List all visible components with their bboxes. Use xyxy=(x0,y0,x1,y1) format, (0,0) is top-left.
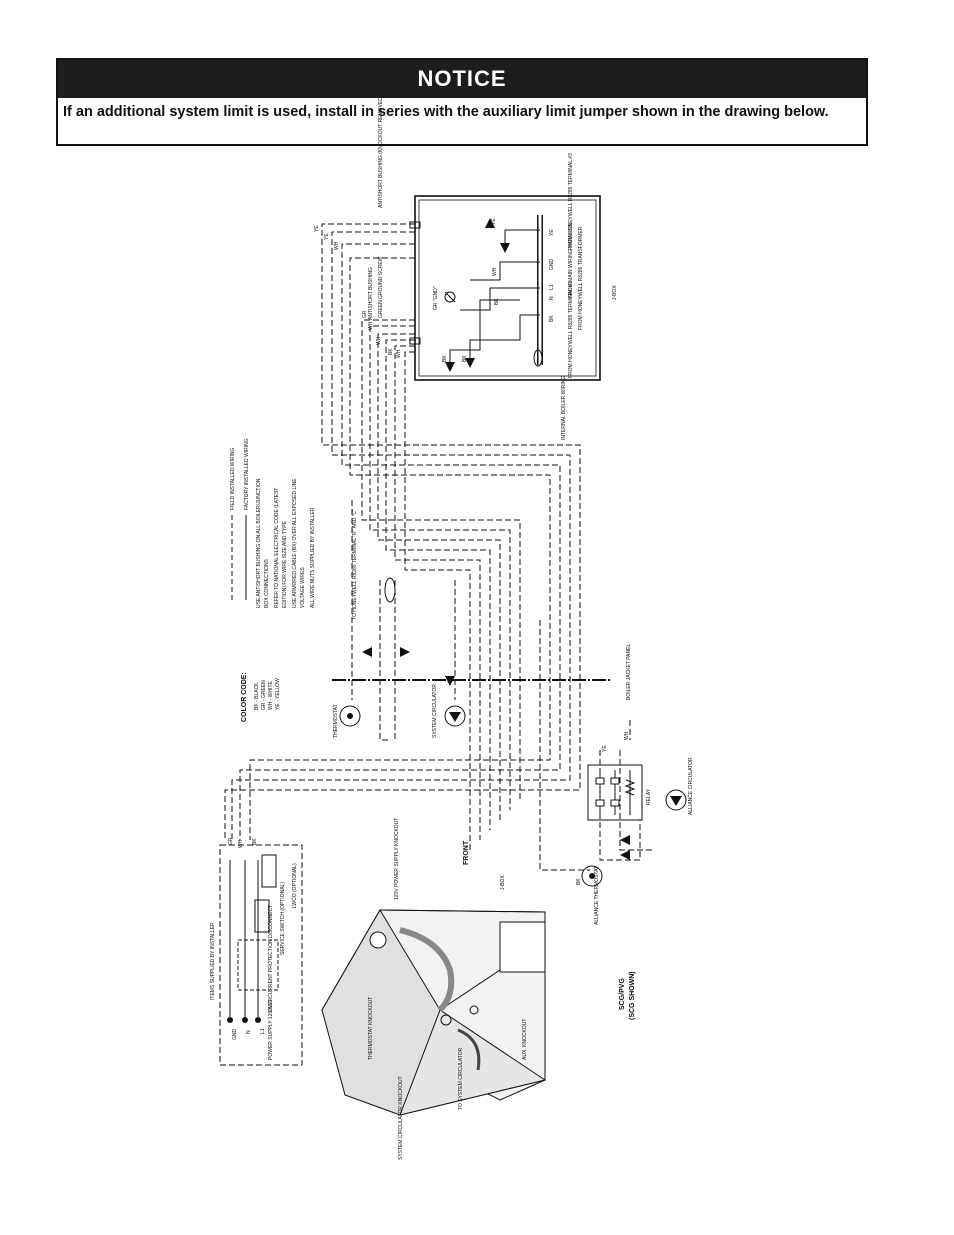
legend-field: FIELD INSTALLED WIRING xyxy=(230,447,236,510)
wire-tag: YE xyxy=(324,233,330,240)
jbox-tag-2: GND xyxy=(549,259,555,271)
jbox-terminal-2: FROM MAIN WIRING HARNESS xyxy=(568,223,574,298)
installer-items: ITEMS SUPPLIED BY INSTALLER GND N L1 POW… xyxy=(210,844,303,1066)
wire-tag: YE xyxy=(314,225,320,232)
jbox-tag-4: N xyxy=(549,296,555,300)
label-relay: RELAY xyxy=(646,788,652,805)
wire-tags: YE YE WH GR WH WH BK WH BK BK BK WH YE W… xyxy=(228,218,630,885)
label-model: SCG/PVG xyxy=(619,978,626,1010)
label-internal-wiring: INTERNAL BOILER WIRING xyxy=(561,376,567,440)
notice-title: NOTICE xyxy=(58,60,866,98)
boiler-labels: FRONT 120V POWER SUPPLY KNOCKOUT J-BOX T… xyxy=(368,818,636,1160)
label-lwco: LWCO (OPTIONAL) xyxy=(292,863,298,908)
label-front: FRONT xyxy=(463,840,470,865)
legend-factory: FACTORY INSTALLED WIRING xyxy=(244,438,250,510)
jbox-terminal-1: FROM HONEYWELL R8285 TERMINAL #3 xyxy=(568,153,574,250)
label-antishort-knockout: ANTISHORT BUSHING (KNOCKOUT REMOVED) xyxy=(378,95,384,208)
wire-tag: GR xyxy=(228,837,234,845)
wire-tag: WH xyxy=(334,241,340,250)
boiler-cabinet xyxy=(321,909,547,1116)
wire-tag: WH xyxy=(396,349,402,358)
field-wiring xyxy=(224,223,655,871)
jbox-terminal-4: FROM HONEYWELL R8285 TERMINAL #1 xyxy=(568,281,574,378)
notice-box: NOTICE If an additional system limit is … xyxy=(56,58,868,146)
wire-tag: BK xyxy=(388,348,394,355)
wire-tag: WH xyxy=(368,321,374,330)
installer-terminal: GND xyxy=(232,1029,238,1041)
alliance-circulator: ALLIANCE CIRCULATOR xyxy=(665,757,694,815)
label-thermostat: THERMOSTAT xyxy=(333,704,339,738)
wire-tag: WH xyxy=(624,731,630,740)
legend-note: REFER TO NATIONAL ELECTRICAL CODE (LATES… xyxy=(274,488,280,608)
alliance-thermostat: ALLIANCE THERMOSTAT xyxy=(581,835,630,925)
color-code-entry: YE - YELLOW xyxy=(275,678,281,710)
wire-tag: GR xyxy=(362,310,368,318)
wire-tag: BK xyxy=(462,355,468,362)
installer-terminal: L1 xyxy=(260,1028,266,1034)
wire-tag: WH xyxy=(376,336,382,345)
wire-tag: YE xyxy=(491,218,497,225)
thermostat-symbol: THERMOSTAT xyxy=(333,704,361,738)
jbox-tag-3: L1 xyxy=(549,284,555,290)
wire-tag: YE xyxy=(602,745,608,752)
label-thermostat-knockout: THERMOSTAT KNOCKOUT xyxy=(368,997,374,1060)
label-boiler-jbox: J-BOX xyxy=(500,875,506,890)
honeywell-terminals: TO HONEYWELL R8285 TERMINAL "R" AND "C" xyxy=(352,509,455,686)
junction-box xyxy=(409,195,601,381)
label-model-shown: (SCG SHOWN) xyxy=(629,971,636,1020)
color-code-entry: BK - BLACK xyxy=(254,682,260,710)
legend-note: VOLTAGE WIRES xyxy=(300,567,306,608)
color-code-entry: GR - GREEN xyxy=(261,680,267,710)
label-system-circulator-knockout: SYSTEM CIRCULATOR KNOCKOUT xyxy=(398,1076,404,1160)
label-alliance-circulator: ALLIANCE CIRCULATOR xyxy=(688,757,694,815)
label-honeywell-rc: TO HONEYWELL R8285 TERMINAL "R" AND "C" xyxy=(352,509,358,620)
relay: RELAY xyxy=(587,764,652,821)
label-green-ground-screw: GREEN GROUND SCREW xyxy=(378,256,384,318)
label-antishort-bushing: ANTISHORT BUSHING xyxy=(368,267,374,320)
legend-note: BOX CONNECTIONS xyxy=(264,558,270,608)
label-power-supply: POWER SUPPLY 120/60/1 xyxy=(268,999,274,1060)
legend-note: USE ANTISHORT BUSHING ON ALL BOILER/JUNC… xyxy=(256,478,262,608)
label-installer-items: ITEMS SUPPLIED BY INSTALLER xyxy=(210,922,216,1000)
legend-note: ALL WIRE NUTS SUPPLIED BY INSTALLER xyxy=(310,507,316,608)
label-jacket-panel: BOILER JACKET PANEL xyxy=(626,644,632,700)
label-to-system-circulator: TO SYSTEM CIRCULATOR xyxy=(458,1047,464,1110)
label-aux-knockout: AUX. KNOCKOUT xyxy=(522,1019,528,1060)
label-alliance-thermostat: ALLIANCE THERMOSTAT xyxy=(594,866,600,925)
label-jbox: J-BOX xyxy=(612,285,618,300)
installer-terminal: N xyxy=(246,1030,252,1034)
wire-tag: WH xyxy=(238,839,244,848)
label-overcurrent: OVERCURRENT PROTECTION DISCONNECT xyxy=(268,905,274,1012)
wire-tag: BK xyxy=(494,298,500,305)
label-system-circulator: SYSTEM CIRCULATOR xyxy=(432,684,438,738)
label-service-switch: SERVICE SWITCH (OPTIONAL) xyxy=(280,882,286,955)
color-code-title: COLOR CODE: xyxy=(241,672,248,722)
jbox-terminal-3: FROM HONEYWELL R8285 TRANSFORMER xyxy=(578,226,584,330)
boiler-jacket-panel: BOILER JACKET PANEL xyxy=(332,644,632,700)
legend-note: EDITION) FOR WIRE SIZE AND TYPE xyxy=(282,520,288,608)
wire-tag: BK xyxy=(252,838,258,845)
color-code: COLOR CODE: BK - BLACK GR - GREEN WH - W… xyxy=(241,672,281,722)
jbox-tag-1: YE xyxy=(549,229,555,236)
wire-tag: WH xyxy=(492,267,498,276)
notice-text: If an additional system limit is used, i… xyxy=(63,104,829,120)
label-power-knockout: 120V POWER SUPPLY KNOCKOUT xyxy=(394,818,400,900)
legend-note: USE ARMORED CABLE (BX) OVER ALL EXPOSED … xyxy=(292,478,298,608)
system-circulator-symbol: SYSTEM CIRCULATOR xyxy=(432,684,466,738)
color-code-entry: WH - WHITE xyxy=(268,680,274,710)
wire-tag: BK xyxy=(576,878,582,885)
jbox-tag-5: BK xyxy=(549,315,555,322)
label-ground: GR "GND" xyxy=(433,286,439,310)
legend: FIELD INSTALLED WIRING FACTORY INSTALLED… xyxy=(230,438,316,608)
wire-tag: BK xyxy=(442,355,448,362)
